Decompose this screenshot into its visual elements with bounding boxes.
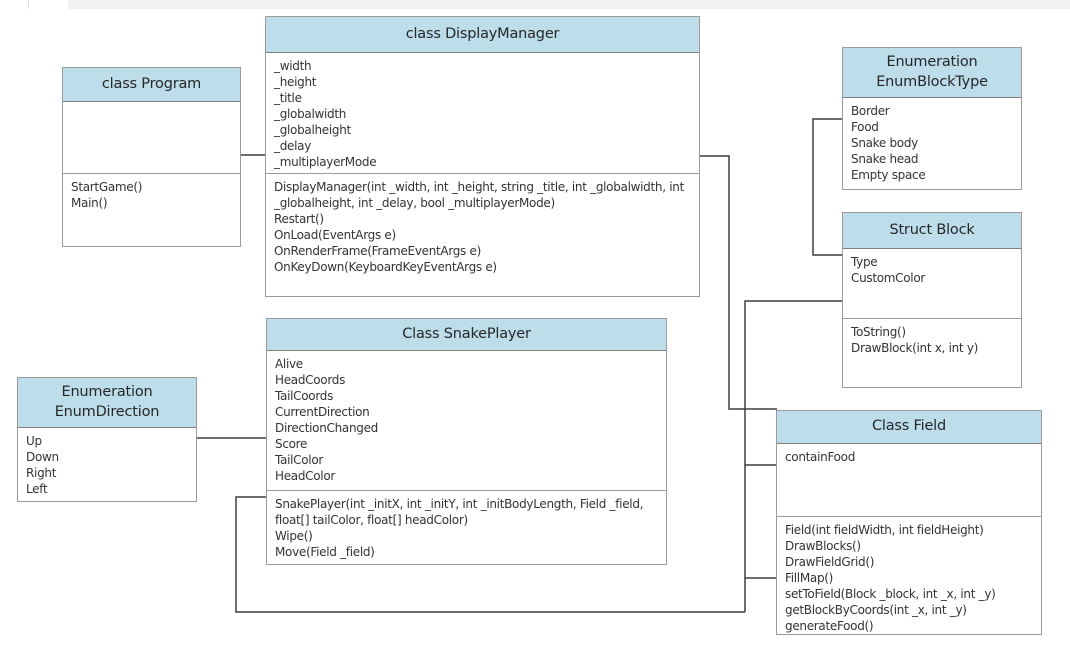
fields-section-displaymanager: _width _height _title _globalwidth _glob… — [266, 53, 699, 173]
enum-value: Border — [851, 104, 890, 118]
enum-value: Right — [26, 466, 57, 480]
field-line: _multiplayerMode — [274, 155, 377, 169]
field-line: _delay — [274, 139, 311, 153]
title-text: Struct Block — [889, 221, 975, 238]
struct-box-block[interactable]: Struct Block Type CustomColor ToString()… — [842, 212, 1022, 388]
field-line: DirectionChanged — [275, 421, 378, 435]
class-box-field[interactable]: Class Field containFood Field(int fieldW… — [776, 410, 1042, 635]
connector-structblock-field[interactable] — [744, 300, 842, 612]
method-line: Wipe() — [275, 529, 313, 543]
field-line: _globalheight — [274, 123, 351, 137]
field-line: _globalwidth — [274, 107, 347, 121]
field-line: Alive — [275, 357, 303, 371]
enum-value: Empty space — [851, 168, 926, 182]
enum-box-enumblocktype[interactable]: Enumeration EnumBlockType Border Food Sn… — [842, 47, 1022, 190]
enum-value: Up — [26, 434, 42, 448]
field-line: HeadCoords — [275, 373, 346, 387]
enum-value: Left — [26, 482, 48, 496]
method-line: Move(Field _field) — [275, 545, 375, 559]
title-text-line2: EnumBlockType — [876, 73, 988, 90]
method-line: StartGame() — [71, 180, 143, 194]
method-line: Field(int fieldWidth, int fieldHeight) — [785, 523, 984, 537]
enum-box-enumdirection[interactable]: Enumeration EnumDirection Up Down Right … — [17, 377, 197, 502]
title-text: class DisplayManager — [405, 25, 560, 42]
field-line: HeadColor — [275, 469, 336, 483]
enum-title-enumdirection: Enumeration EnumDirection — [18, 378, 196, 428]
methods-section-program: StartGame() Main() — [63, 173, 240, 246]
class-box-snakeplayer[interactable]: Class SnakePlayer Alive HeadCoords TailC… — [266, 318, 667, 565]
method-line: Restart() — [274, 212, 324, 226]
class-box-displaymanager[interactable]: class DisplayManager _width _height _tit… — [265, 16, 700, 297]
tab-edge-line — [28, 0, 29, 9]
title-text-line2: EnumDirection — [54, 403, 160, 420]
field-line: _width — [274, 59, 312, 73]
field-line: containFood — [785, 450, 856, 464]
enum-value: Snake head — [851, 152, 919, 166]
methods-section-snakeplayer: SnakePlayer(int _initX, int _initY, int … — [267, 490, 666, 564]
field-line: CurrentDirection — [275, 405, 370, 419]
title-text: Class Field — [871, 418, 947, 435]
field-line: TailCoords — [275, 389, 334, 403]
enum-value: Snake body — [851, 136, 918, 150]
connector-snakeplayer-field[interactable] — [235, 496, 745, 613]
method-line: getBlockByCoords(int _x, int _y) — [785, 603, 967, 617]
fields-section-field: containFood — [777, 444, 1041, 516]
field-line: _height — [274, 75, 317, 89]
method-line: DrawFieldGrid() — [785, 555, 875, 569]
methods-section-block: ToString() DrawBlock(int x, int y) — [843, 318, 1021, 387]
class-title-program: class Program — [63, 68, 240, 102]
method-line: Main() — [71, 196, 108, 210]
title-text: Class SnakePlayer — [402, 325, 531, 342]
method-line: DrawBlocks() — [785, 539, 861, 553]
method-line: OnLoad(EventArgs e) — [274, 228, 396, 242]
struct-title-block: Struct Block — [843, 213, 1021, 249]
values-section-enumdirection: Up Down Right Left — [18, 428, 196, 501]
enum-value: Down — [26, 450, 59, 464]
fields-section-program — [63, 102, 240, 173]
class-title-field: Class Field — [777, 411, 1041, 444]
method-line: generateFood() — [785, 619, 874, 633]
field-line: Type — [851, 255, 878, 269]
method-line: DisplayManager(int _width, int _height, … — [274, 180, 684, 210]
enum-title-enumblocktype: Enumeration EnumBlockType — [843, 48, 1021, 98]
field-line: Score — [275, 437, 308, 451]
connector-structblock-enumblocktype[interactable] — [812, 118, 842, 256]
field-line: _title — [274, 91, 302, 105]
enum-value: Food — [851, 120, 879, 134]
title-text-line1: Enumeration — [61, 383, 153, 400]
title-text: class Program — [101, 75, 202, 92]
browser-tab-strip — [68, 0, 1070, 9]
fields-section-snakeplayer: Alive HeadCoords TailCoords CurrentDirec… — [267, 351, 666, 490]
method-line: ToString() — [851, 325, 906, 339]
title-text-line1: Enumeration — [886, 53, 978, 70]
connector-displaymanager-field[interactable] — [700, 155, 777, 410]
method-line: DrawBlock(int x, int y) — [851, 341, 979, 355]
field-line: CustomColor — [851, 271, 926, 285]
field-line: TailColor — [275, 453, 323, 467]
method-line: setToField(Block _block, int _x, int _y) — [785, 587, 996, 601]
fields-section-block: Type CustomColor — [843, 249, 1021, 318]
class-title-displaymanager: class DisplayManager — [266, 17, 699, 53]
values-section-enumblocktype: Border Food Snake body Snake head Empty … — [843, 98, 1021, 189]
class-box-program[interactable]: class Program StartGame() Main() — [62, 67, 241, 247]
method-line: SnakePlayer(int _initX, int _initY, int … — [275, 497, 644, 527]
method-line: OnRenderFrame(FrameEventArgs e) — [274, 244, 481, 258]
class-title-snakeplayer: Class SnakePlayer — [267, 319, 666, 351]
method-line: OnKeyDown(KeyboardKeyEventArgs e) — [274, 260, 497, 274]
method-line: FillMap() — [785, 571, 834, 585]
methods-section-field: Field(int fieldWidth, int fieldHeight) D… — [777, 516, 1041, 634]
methods-section-displaymanager: DisplayManager(int _width, int _height, … — [266, 173, 699, 296]
